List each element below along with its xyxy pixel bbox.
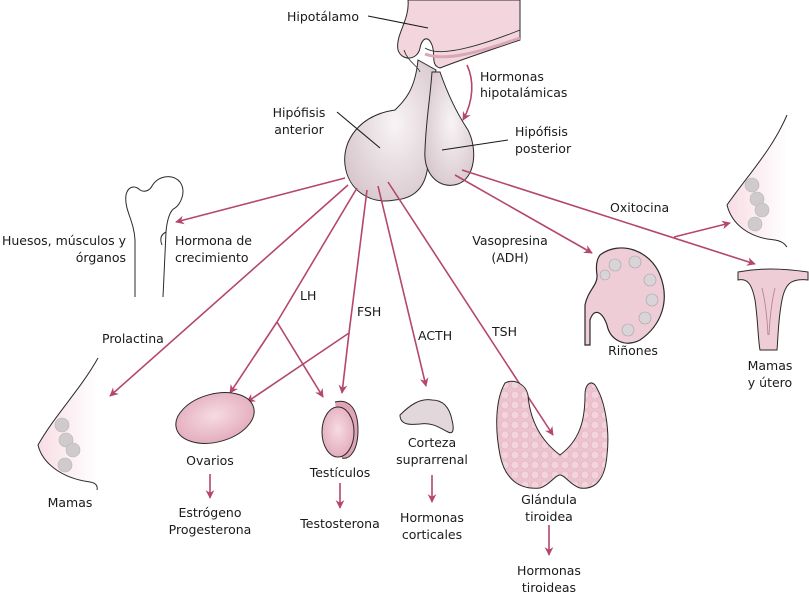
label-lh: LH xyxy=(300,288,317,303)
label-prolactin: Prolactina xyxy=(102,331,164,346)
oxytocin-arrow-breast xyxy=(673,220,731,238)
label-fsh: FSH xyxy=(357,304,382,319)
label-breast-uterus-2: y útero xyxy=(747,375,793,390)
fsh-arrow-testis xyxy=(338,332,350,394)
label-vasopressin-1: Vasopresina xyxy=(472,233,548,248)
label-testes: Testículos xyxy=(309,465,371,480)
label-breasts: Mamas xyxy=(47,495,93,510)
growth-hormone-arrow xyxy=(175,177,346,225)
hypothalamus-illustration xyxy=(397,0,521,69)
lh-arrow-testis xyxy=(276,321,324,398)
testis-illustration xyxy=(321,400,359,459)
label-breast-uterus-1: Mamas xyxy=(747,358,793,373)
label-bones-1: Huesos, músculos y xyxy=(1,233,126,248)
label-thyroid-hormones-2: tiroideas xyxy=(521,580,577,595)
label-bones-2: órganos xyxy=(75,250,126,265)
prolactin-arrow xyxy=(109,184,349,397)
label-thyroid-1: Glándula xyxy=(521,492,577,507)
ovary-illustration xyxy=(175,392,255,444)
label-acth: ACTH xyxy=(418,328,453,343)
label-estrogen: Estrógeno xyxy=(178,505,242,520)
label-thyroid-hormones-1: Hormonas xyxy=(517,563,581,578)
label-hypothalamic-hormones-2: hipotalámicas xyxy=(480,85,568,100)
uterus-illustration xyxy=(737,268,809,351)
label-kidneys: Riñones xyxy=(608,343,658,358)
lh-arrow-ovary xyxy=(229,321,278,394)
label-progesterone: Progesterona xyxy=(168,522,252,537)
label-anterior-pituitary-2: anterior xyxy=(274,122,324,137)
hypothalamus-leader xyxy=(367,15,429,29)
label-tsh: TSH xyxy=(492,324,517,339)
label-growth-hormone-2: crecimiento xyxy=(175,250,249,265)
label-posterior-pituitary-1: Hipófisis xyxy=(515,124,568,139)
thyroid-illustration xyxy=(496,380,609,489)
breast-left-illustration xyxy=(37,357,99,491)
breast-right-illustration xyxy=(726,114,788,248)
pituitary-illustration xyxy=(344,49,475,202)
label-posterior-pituitary-2: posterior xyxy=(515,141,572,156)
label-hypothalamic-hormones-1: Hormonas xyxy=(480,69,544,84)
posterior-leader xyxy=(441,139,509,151)
label-thyroid-2: tiroidea xyxy=(525,509,573,524)
label-testosterone: Testosterona xyxy=(300,516,380,531)
acth-arrow xyxy=(377,185,429,387)
label-hypothalamus: Hipotálamo xyxy=(287,9,359,24)
hypothalamic-hormones-arrow xyxy=(462,64,473,121)
femur-illustration xyxy=(125,176,184,298)
anterior-leader xyxy=(336,111,381,149)
label-vasopressin-2: (ADH) xyxy=(491,250,529,265)
adrenal-cortex-illustration xyxy=(399,399,454,434)
label-adrenal-1: Corteza xyxy=(407,435,457,450)
fsh-arrow-ovary xyxy=(246,332,350,403)
label-oxytocin: Oxitocina xyxy=(610,200,670,215)
label-adrenal-2: suprarrenal xyxy=(396,452,468,467)
fsh-arrow-stem xyxy=(348,189,368,334)
label-cortical-hormones-2: corticales xyxy=(401,527,463,542)
vasopressin-arrow xyxy=(454,174,593,254)
label-growth-hormone-1: Hormona de xyxy=(175,233,252,248)
label-anterior-pituitary-1: Hipófisis xyxy=(272,105,326,120)
label-cortical-hormones-1: Hormonas xyxy=(400,510,464,525)
lh-arrow-stem xyxy=(276,187,358,323)
oxytocin-arrow xyxy=(461,169,756,266)
label-ovaries: Ovarios xyxy=(186,453,234,468)
kidney-illustration xyxy=(584,247,665,346)
